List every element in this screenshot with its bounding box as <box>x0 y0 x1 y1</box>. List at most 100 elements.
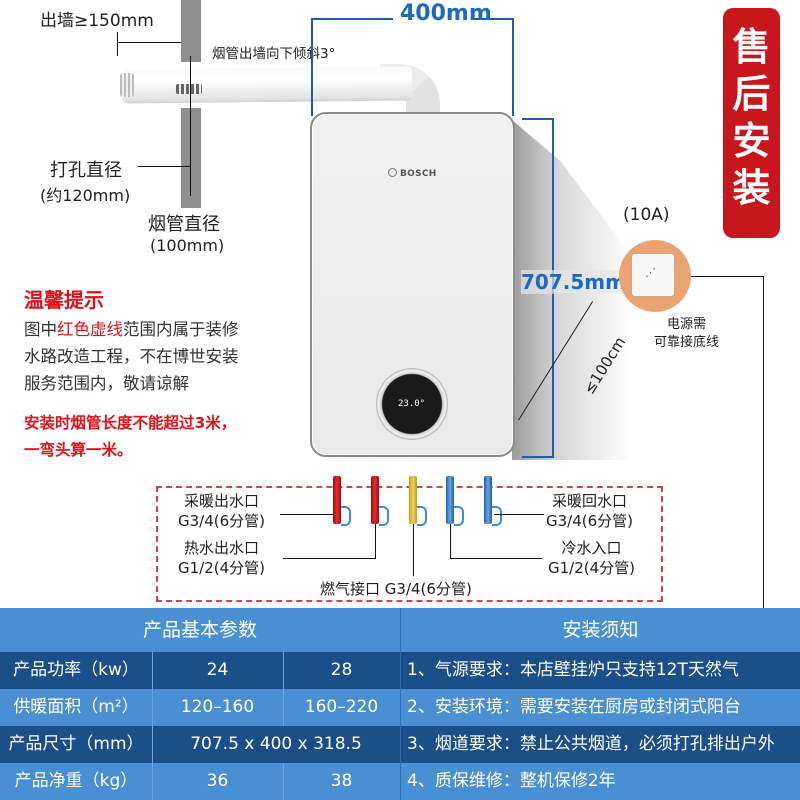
gas-leader <box>413 524 414 576</box>
gas-name: 燃气接口 <box>320 580 381 598</box>
hot-water-out-label: 热水出水口 G1/2(4分管) <box>178 538 265 578</box>
tips-red-dashed-highlight: 红色虚线 <box>57 320 123 339</box>
valve-icon <box>379 506 389 526</box>
flue-terminal-icon <box>120 73 134 97</box>
cold-water-leader-v <box>450 524 451 559</box>
wall-clearance-label: 出墙≥150mm <box>40 11 154 31</box>
height-dimension: 707.5mm <box>521 270 626 294</box>
install-note-gas: 1、气源要求：本店壁挂炉只支持12T天然气 <box>401 652 800 689</box>
value-28kw: 160–220 <box>304 697 379 717</box>
params-row-weight: 产品净重（kg） 36 38 <box>0 763 400 800</box>
hole-diameter-label: 打孔直径 <box>50 160 122 181</box>
clearance-dim-tick <box>117 32 118 56</box>
power-note-line2: 可靠接底线 <box>654 335 720 350</box>
after-sales-install-badge: 售后安装 <box>723 8 780 238</box>
row-label: 产品尺寸（mm） <box>8 734 144 754</box>
value-24kw: 36 <box>206 771 229 791</box>
tips-line1-suffix: 范围内属于装修 <box>123 320 239 339</box>
params-row-power: 产品功率（kw） 24 28 <box>0 652 400 689</box>
flue-length-warning: 安装时烟管长度不能超过3米， 一弯头算一米。 <box>24 410 304 464</box>
value-28kw: 38 <box>330 771 353 791</box>
value-24kw: 120–160 <box>180 697 255 717</box>
params-row-size: 产品尺寸（mm） 707.5 x 400 x 318.5 <box>0 726 400 763</box>
install-note-environment: 2、安装环境：需要安装在厨房或封闭式阳台 <box>401 689 800 726</box>
flue-slope-label: 烟管出墙向下倾斜3° <box>212 46 336 62</box>
value-dimensions: 707.5 x 400 x 318.5 <box>190 734 362 754</box>
heating-return-name: 采暖回水口 <box>552 492 628 510</box>
width-dim-tick-right <box>512 18 514 116</box>
heating-return-leader <box>494 514 544 515</box>
width-dim-tick-left <box>311 18 313 116</box>
heating-return-spec: G3/4(6分管) <box>546 512 634 530</box>
cell-divider <box>152 726 153 763</box>
flue-diameter-value: (100mm) <box>150 236 225 255</box>
flue-pipe <box>121 66 413 104</box>
params-table-header: 产品基本参数 <box>0 608 400 652</box>
cell-divider <box>283 763 284 800</box>
valve-icon <box>341 506 351 526</box>
tips-line2: 水路改造工程，不在博世安装 <box>24 347 239 366</box>
hot-water-leader-h <box>283 558 375 559</box>
hole-leader-line <box>138 166 190 167</box>
row-label: 产品功率（kw） <box>13 660 139 680</box>
clearance-dim-line <box>117 42 181 43</box>
tips-line1-prefix: 图中 <box>24 320 57 339</box>
width-dim-line-right <box>472 18 514 20</box>
wall-centerline <box>190 56 191 196</box>
gas-spec: G3/4(6分管) <box>384 580 472 598</box>
warning-line2: 一弯头算一米。 <box>24 441 133 459</box>
params-row-area: 供暖面积（m²） 120–160 160–220 <box>0 689 400 726</box>
power-note-line1: 电源需 <box>667 317 707 332</box>
height-dim-tick-bottom <box>522 456 554 458</box>
width-dimension: 400mm <box>400 1 492 26</box>
dial-display: 23.0° <box>398 399 426 409</box>
socket-wire-vertical <box>763 276 764 610</box>
install-note-warranty: 4、质保维修：整机保修2年 <box>401 763 800 800</box>
cell-divider <box>283 652 284 689</box>
heating-out-spec: G3/4(6分管) <box>178 512 266 530</box>
width-dim-line-left <box>311 18 393 20</box>
tips-line3: 服务范围内，敬请谅解 <box>24 374 189 393</box>
heating-out-name: 采暖出水口 <box>184 492 260 510</box>
socket-wire-horizontal <box>691 276 764 277</box>
cell-divider <box>283 689 284 726</box>
badge-text: 售后安装 <box>732 25 771 210</box>
valve-icon <box>417 506 427 526</box>
wall-section-top <box>181 0 201 62</box>
wall-section-bottom <box>181 108 201 208</box>
power-socket-icon <box>632 254 674 296</box>
brand-name: BOSCH <box>400 169 437 179</box>
cell-divider <box>152 689 153 726</box>
flue-vent-icon <box>176 84 202 94</box>
cold-water-in-label: 冷水入口 G1/2(4分管) <box>548 538 635 578</box>
table-divider <box>400 608 401 800</box>
tips-body: 图中红色虚线范围内属于装修 水路改造工程，不在博世安装 服务范围内，敬请谅解 <box>24 316 304 397</box>
tips-title: 温馨提示 <box>24 288 104 312</box>
install-note-flue: 3、烟道要求：禁止公共烟道，必须打孔排出户外 <box>401 726 800 763</box>
gas-connection-label: 燃气接口 G3/4(6分管) <box>320 579 472 599</box>
hot-water-out-pipe <box>371 476 379 524</box>
control-dial <box>376 368 448 440</box>
cold-water-in-spec: G1/2(4分管) <box>548 559 636 577</box>
power-ground-note: 电源需 可靠接底线 <box>654 316 719 352</box>
gas-pipe <box>409 476 417 524</box>
hot-water-leader-v <box>375 524 376 559</box>
hot-water-out-spec: G1/2(4分管) <box>178 559 266 577</box>
bosch-logo-icon <box>388 168 397 177</box>
cell-divider <box>152 652 153 689</box>
socket-rating: (10A) <box>623 205 670 225</box>
heating-return-pipe <box>484 476 492 524</box>
cold-water-in-name: 冷水入口 <box>561 539 622 557</box>
install-notes-header: 安装须知 <box>401 608 800 652</box>
row-label: 产品净重（kg） <box>14 771 138 791</box>
cell-divider <box>152 763 153 800</box>
value-24kw: 24 <box>206 660 229 680</box>
warning-line1: 安装时烟管长度不能超过3米， <box>24 414 237 432</box>
heating-return-label: 采暖回水口 G3/4(6分管) <box>546 491 633 531</box>
value-28kw: 28 <box>330 660 353 680</box>
valve-icon <box>454 506 464 526</box>
cold-water-in-pipe <box>446 476 454 524</box>
hot-water-out-name: 热水出水口 <box>184 539 260 557</box>
valve-icon <box>492 506 502 526</box>
brand-logo: BOSCH <box>388 168 437 179</box>
